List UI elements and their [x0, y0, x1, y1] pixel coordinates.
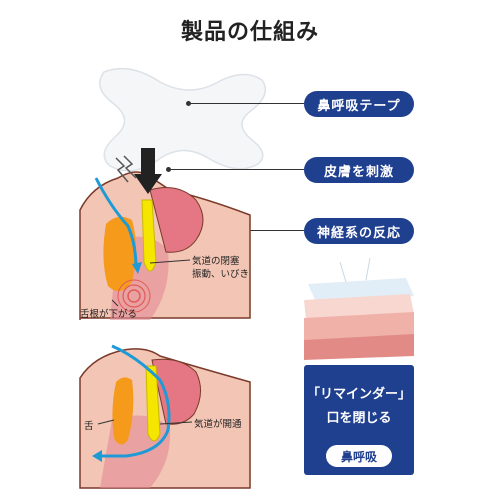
reminder-box: 「リマインダー」 口を閉じる 鼻呼吸 — [304, 365, 414, 475]
reminder-text: 口を閉じる — [326, 411, 392, 426]
reminder-title: 「リマインダー」 — [306, 387, 411, 402]
step-pill-stimulus: 皮膚を刺激 — [304, 157, 414, 183]
step-pill-tape: 鼻呼吸テープ — [304, 91, 414, 117]
tongue-label: 舌 — [84, 421, 94, 432]
connector-line-tape — [189, 103, 304, 104]
page-title: 製品の仕組み — [180, 20, 319, 45]
step-pill-nerve: 神経系の反応 — [304, 218, 414, 244]
nasal-breathing-badge: 鼻呼吸 — [326, 445, 392, 467]
airway-obstruction-label: 気道の閉塞 — [192, 256, 240, 267]
snoring-label: 振動、いびき — [192, 269, 250, 280]
connector-line-stimulus — [170, 169, 304, 170]
tongue-drop-label: 舌根が下がる — [80, 309, 138, 320]
connector-dot-stimulus — [166, 167, 171, 172]
airway-open-label: 気道が開通 — [194, 419, 242, 430]
connector-dot-tape — [186, 101, 191, 106]
